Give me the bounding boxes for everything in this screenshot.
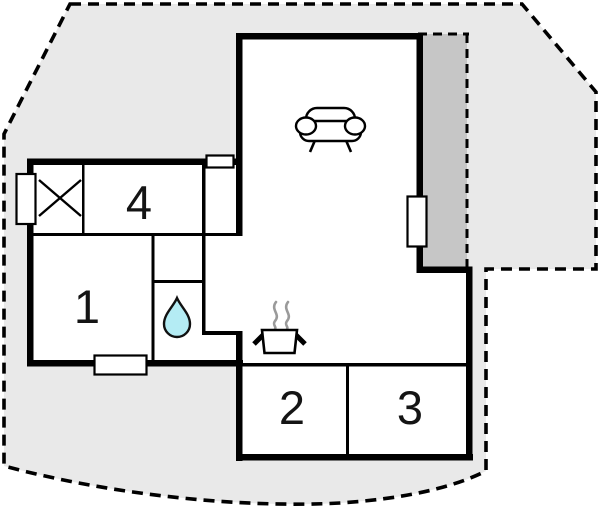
outer-walls [27, 33, 473, 461]
room-3-label: 3 [397, 381, 423, 434]
room-4-label: 4 [126, 176, 152, 229]
interior-walls [30, 162, 468, 456]
window-marker [205, 154, 235, 169]
cooking-pot-icon [252, 300, 307, 355]
terrace-dashed-border [418, 32, 469, 270]
window-marker [93, 354, 148, 376]
wardrobe-cross-icon [38, 179, 82, 217]
steam-icon [272, 300, 291, 331]
window-marker [406, 195, 428, 248]
room-1-label: 1 [74, 280, 100, 333]
room-2-label: 2 [279, 381, 305, 434]
window-marker [15, 172, 37, 226]
water-drop-icon [162, 295, 192, 339]
window-markers [15, 154, 428, 376]
terrace-area [421, 34, 467, 270]
sofa-icon [294, 106, 367, 153]
building-interior [30, 36, 468, 458]
